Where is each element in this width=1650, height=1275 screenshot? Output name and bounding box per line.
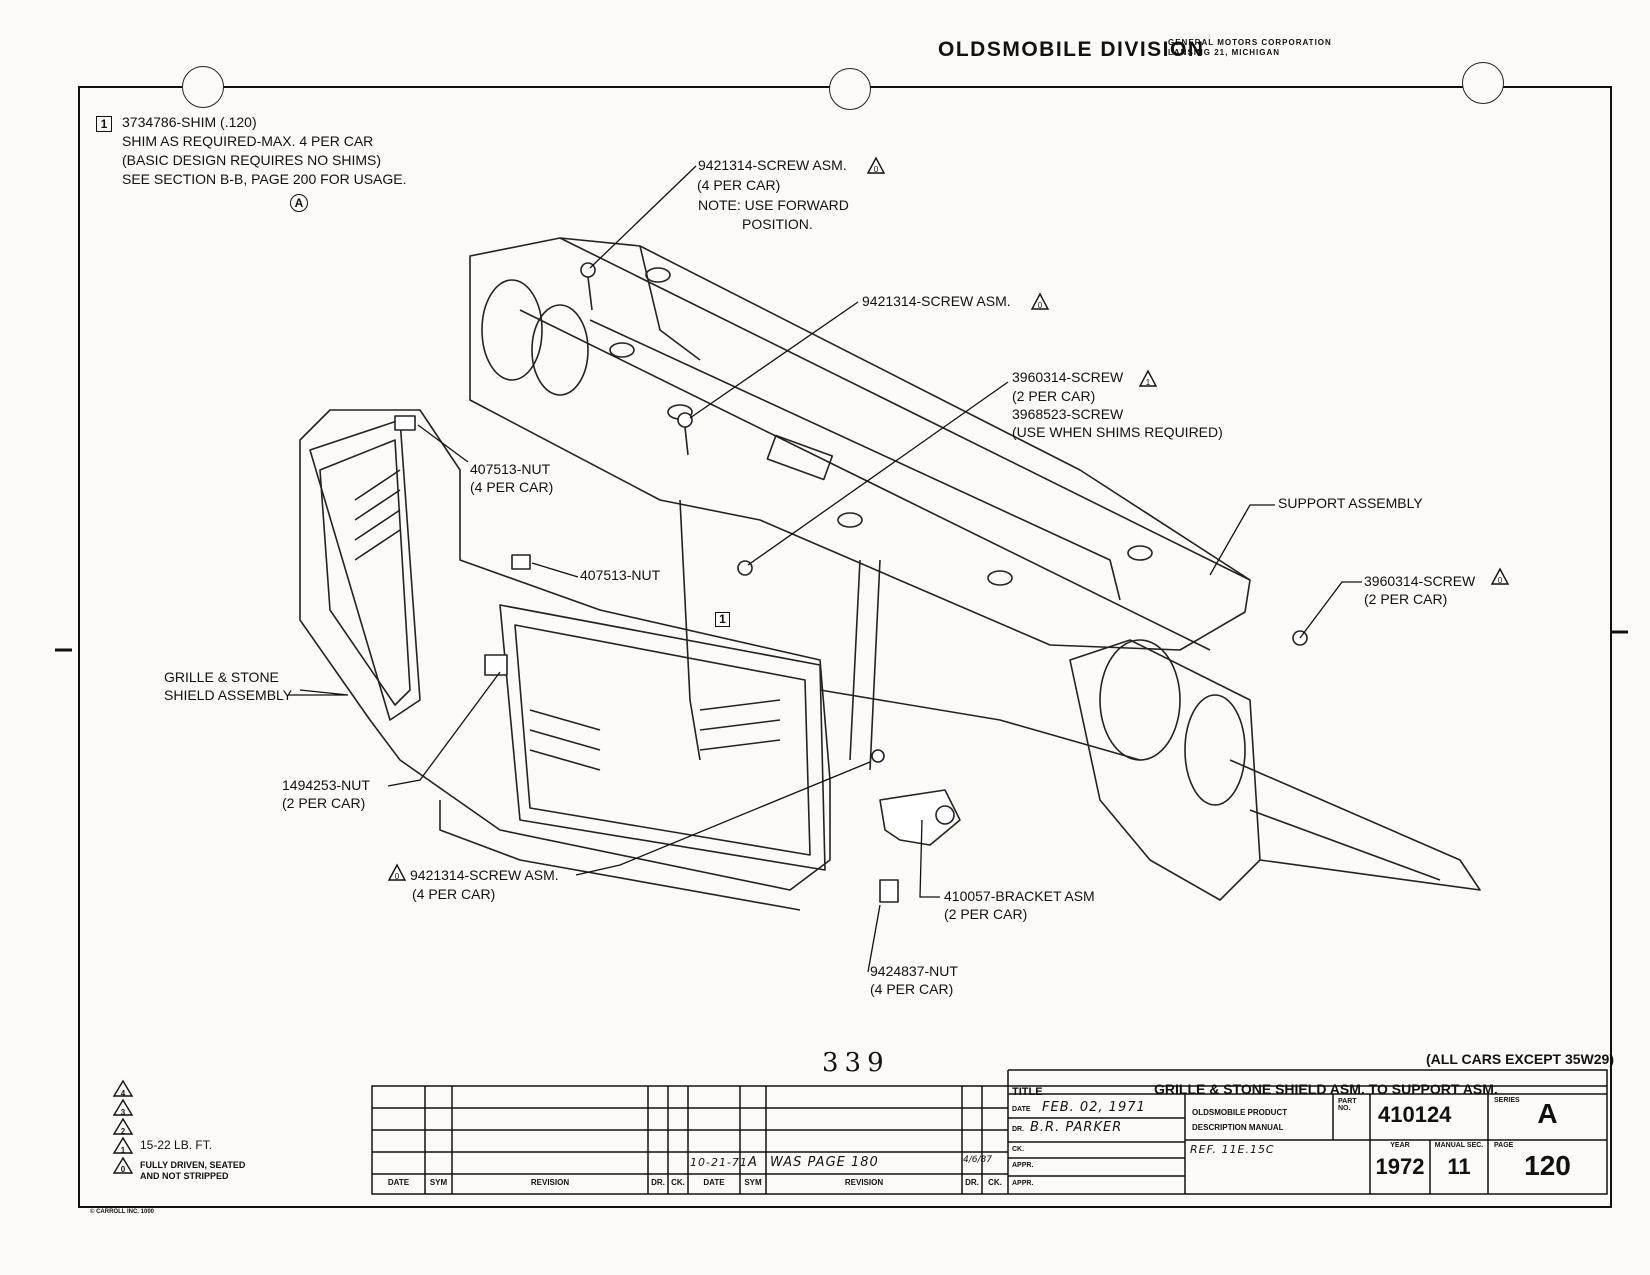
callout-screw-bottom-qty: (4 PER CAR) <box>412 886 496 902</box>
rev-header-revision-2: REVISION <box>844 1178 884 1187</box>
binder-hole-right <box>1462 62 1504 104</box>
legend-marker-3: 3 <box>120 1108 126 1117</box>
year-value: 1972 <box>1375 1154 1425 1179</box>
callout-screw-3968-note: (USE WHEN SHIMS REQUIRED) <box>1012 424 1223 440</box>
svg-text:0: 0 <box>874 165 879 174</box>
legend-fully-line-2: AND NOT STRIPPED <box>140 1171 229 1181</box>
svg-text:1: 1 <box>1146 378 1151 387</box>
revision-table-headers: DATE SYM REVISION DR. CK. DATE SYM REVIS… <box>372 1178 1008 1192</box>
rev-header-dr-1: DR. <box>651 1178 665 1187</box>
title-label: TITLE <box>1012 1086 1043 1098</box>
rev-header-date-1: DATE <box>387 1178 410 1187</box>
division-title: OLDSMOBILE DIVISION <box>938 38 1205 61</box>
revision-entry-dr: 4/6/87 <box>963 1155 992 1165</box>
svg-text:0: 0 <box>1038 301 1043 310</box>
legend-marker-0: 0 <box>120 1165 126 1174</box>
callout-screw-top-1-qty: (4 PER CAR) <box>697 177 781 193</box>
manual-line-2: DESCRIPTION MANUAL <box>1192 1123 1284 1132</box>
rev-header-ck-1: CK. <box>671 1178 685 1187</box>
corporation-line: GENERAL MOTORS CORPORATION LANSING 21, M… <box>1168 38 1332 58</box>
shim-line-1: 3734786-SHIM (.120) <box>122 114 257 130</box>
callout-screw-bottom: 9421314-SCREW ASM. <box>410 867 559 883</box>
shim-circle-a: A <box>290 194 308 212</box>
date-label: DATE <box>1012 1106 1031 1113</box>
applicability-note: (ALL CARS EXCEPT 35W29) <box>1426 1051 1614 1067</box>
svg-text:0: 0 <box>1498 576 1503 585</box>
rev-header-sym-2: SYM <box>744 1178 762 1187</box>
manual-line-1: OLDSMOBILE PRODUCT <box>1192 1108 1288 1117</box>
callout-screw-3960-a: 3960314-SCREW <box>1012 369 1124 385</box>
series-value: A <box>1537 1098 1558 1129</box>
shim-line-3: (BASIC DESIGN REQUIRES NO SHIMS) <box>122 152 382 168</box>
drawing-title: GRILLE & STONE SHIELD ASM. TO SUPPORT AS… <box>1154 1081 1498 1097</box>
manual-sec-value: 11 <box>1447 1154 1471 1179</box>
corp-line-1: GENERAL MOTORS CORPORATION <box>1168 38 1332 47</box>
manual-sec-label: MANUAL SEC. <box>1434 1142 1484 1149</box>
revision-entry-date: 10-21-71 <box>690 1156 748 1169</box>
callout-screw-3968: 3968523-SCREW <box>1012 406 1124 422</box>
ref-value: REF. 11E.15C <box>1190 1143 1275 1156</box>
page-label: PAGE <box>1494 1142 1514 1149</box>
shim-marker-box: 1 <box>96 116 112 132</box>
legend-torque: 15-22 LB. FT. <box>140 1138 213 1152</box>
series-label: SERIES <box>1494 1097 1520 1104</box>
callout-screw-top-2: 9421314-SCREW ASM. <box>862 293 1011 309</box>
legend-marker-2: 2 <box>120 1127 126 1136</box>
rev-header-dr-2: DR. <box>965 1178 979 1187</box>
part-label: PART NO. <box>1338 1098 1357 1112</box>
part-number: 410124 <box>1378 1102 1452 1127</box>
callout-nut-407513-a-qty: (4 PER CAR) <box>470 479 554 495</box>
page-value: 120 <box>1524 1150 1571 1181</box>
appr-label-2: APPR. <box>1012 1180 1034 1187</box>
callout-screw-top-1-note2: POSITION. <box>742 216 813 232</box>
binder-hole-left <box>182 66 224 108</box>
callout-bracket: 410057-BRACKET ASM <box>944 888 1095 904</box>
callout-screw-top-1: 9421314-SCREW ASM. <box>698 157 847 173</box>
handwritten-page-number: 339 <box>822 1048 890 1078</box>
legend-fully-line-1: FULLY DRIVEN, SEATED <box>140 1160 246 1170</box>
svg-text:0: 0 <box>395 872 400 881</box>
copyright-note: © CARROLL INC. 1000 <box>90 1209 154 1215</box>
callout-grille-2: SHIELD ASSEMBLY <box>164 687 293 703</box>
revision-entry-text: WAS PAGE 180 <box>770 1155 879 1170</box>
callout-screw-3960-b: 3960314-SCREW <box>1364 573 1476 589</box>
callout-box1-marker: 1 <box>715 612 730 627</box>
callout-screw-top-1-note1: NOTE: USE FORWARD <box>698 197 849 213</box>
callout-bracket-qty: (2 PER CAR) <box>944 906 1028 922</box>
callout-nut-1494253: 1494253-NUT <box>282 777 370 793</box>
dr-value: B.R. PARKER <box>1030 1120 1123 1135</box>
date-value: FEB. 02, 1971 <box>1042 1100 1146 1115</box>
callout-nut-407513-b: 407513-NUT <box>580 567 661 583</box>
callout-nut-9424837-qty: (4 PER CAR) <box>870 981 954 997</box>
callout-screw-3960-a-qty: (2 PER CAR) <box>1012 388 1096 404</box>
callout-support-assembly: SUPPORT ASSEMBLY <box>1278 495 1423 511</box>
shim-line-2: SHIM AS REQUIRED-MAX. 4 PER CAR <box>122 133 374 149</box>
appr-label-1: APPR. <box>1012 1162 1034 1169</box>
callout-grille-1: GRILLE & STONE <box>164 669 279 685</box>
legend-marker-1: 1 <box>120 1146 126 1155</box>
rev-header-ck-2: CK. <box>988 1178 1002 1187</box>
ck-label: CK. <box>1012 1146 1025 1153</box>
legend-fully-driven: FULLY DRIVEN, SEATED AND NOT STRIPPED <box>140 1160 245 1182</box>
year-label: YEAR <box>1390 1142 1410 1149</box>
rev-header-date-2: DATE <box>703 1178 725 1187</box>
rev-header-revision-1: REVISION <box>530 1178 570 1187</box>
dr-label: DR. <box>1012 1126 1025 1133</box>
callout-nut-407513-a: 407513-NUT <box>470 461 551 477</box>
legend-marker-4: 4 <box>120 1089 126 1098</box>
callout-screw-3960-b-qty: (2 PER CAR) <box>1364 591 1448 607</box>
callout-nut-1494253-qty: (2 PER CAR) <box>282 795 366 811</box>
callout-nut-9424837: 9424837-NUT <box>870 963 958 979</box>
binder-hole-center <box>829 68 871 110</box>
shim-line-4: SEE SECTION B-B, PAGE 200 FOR USAGE. <box>122 171 407 187</box>
revision-entry-sym: A <box>748 1155 758 1170</box>
legend-marker-list: 4 3 2 1 0 <box>114 1084 132 1179</box>
corp-line-2: LANSING 21, MICHIGAN <box>1168 48 1281 57</box>
rev-header-sym-1: SYM <box>429 1178 448 1187</box>
